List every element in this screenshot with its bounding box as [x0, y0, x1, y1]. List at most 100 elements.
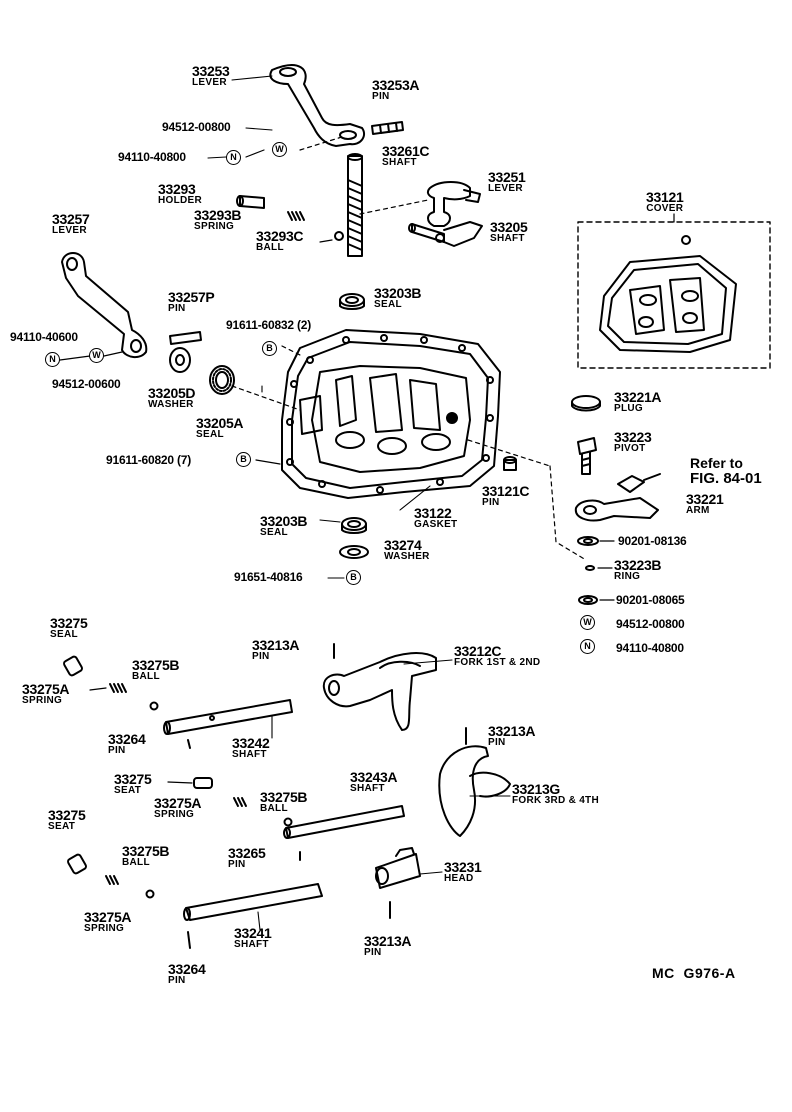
bolt-badge-icon: B	[346, 570, 361, 585]
washer-90201-08136-drawing	[577, 536, 599, 546]
std-part-91611-60820: 91611-60820 (7)	[106, 453, 192, 467]
ball-33275b-a-drawing	[149, 701, 159, 711]
holder-33293-drawing	[236, 195, 265, 209]
pivot-33223-drawing	[577, 437, 597, 475]
fork-1st-2nd-drawing	[322, 652, 437, 731]
shaft-33242-drawing	[163, 699, 293, 735]
plug-33221a-drawing	[571, 395, 601, 412]
spring-33275a-c-drawing	[105, 875, 119, 885]
spring-33293b-drawing	[287, 211, 305, 221]
std-part-90201-08065: 90201-08065	[616, 593, 685, 607]
pin-33253a-drawing	[371, 121, 404, 135]
shaft-33243a-drawing	[283, 805, 405, 839]
std-part-90201-08136: 90201-08136	[618, 534, 687, 548]
figure-code: MC G976-A	[652, 965, 736, 981]
bolt-badge-icon: B	[236, 452, 251, 467]
pin-33264-a-drawing	[187, 739, 191, 749]
shaft-33205-drawing	[408, 221, 483, 247]
lever-33253-drawing	[269, 64, 366, 147]
seat-33275-b-drawing	[193, 777, 213, 789]
arm-33221-drawing	[574, 473, 661, 522]
ball-33275b-b-drawing	[283, 817, 293, 827]
std-part-94512-00800-top: 94512-00800	[162, 120, 231, 134]
std-part-91611-60832: 91611-60832 (2)	[226, 318, 312, 332]
std-part-94110-40800-top: 94110-40800	[118, 150, 186, 164]
fork-3rd-4th-drawing	[438, 745, 511, 837]
std-part-94512-00800-right: 94512-00800	[616, 617, 685, 631]
spring-33275a-a-drawing	[109, 683, 127, 693]
seal-33205a-drawing	[209, 365, 235, 395]
nut-badge-icon: N	[580, 639, 595, 654]
std-part-94110-40800-right: 94110-40800	[616, 641, 684, 655]
head-33231-drawing	[375, 847, 421, 889]
lever-33257-drawing	[61, 252, 148, 358]
seal-33203b-bottom-drawing	[341, 517, 367, 534]
pin-33257p-drawing	[169, 331, 202, 345]
ball-33275b-c-drawing	[145, 889, 155, 899]
pin-33121c-drawing	[503, 456, 517, 471]
std-part-94110-40600: 94110-40600	[10, 330, 78, 344]
lever-33251-drawing	[359, 181, 481, 227]
washer-badge-icon: W	[89, 348, 104, 363]
washer-badge-icon: W	[580, 615, 595, 630]
nut-badge-icon: N	[226, 150, 241, 165]
ring-33223b-drawing	[585, 565, 595, 571]
shaft-33261c-drawing	[299, 135, 363, 257]
ball-33293c-drawing	[334, 231, 344, 241]
washer-33205d-drawing	[169, 347, 191, 373]
washer-badge-icon: W	[272, 142, 287, 157]
spring-33275a-b-drawing	[233, 797, 247, 807]
pin-33264-b-drawing	[187, 931, 191, 949]
nut-badge-icon: N	[45, 352, 60, 367]
cover-33121-drawing	[577, 213, 771, 369]
washer-33274-drawing	[339, 545, 369, 559]
bolt-badge-icon: B	[262, 341, 277, 356]
std-part-91651-40816: 91651-40816	[234, 570, 303, 584]
seat-33275-a-drawing	[63, 655, 83, 677]
washer-90201-08065-drawing	[578, 595, 598, 605]
transmission-case-drawing	[281, 329, 501, 499]
